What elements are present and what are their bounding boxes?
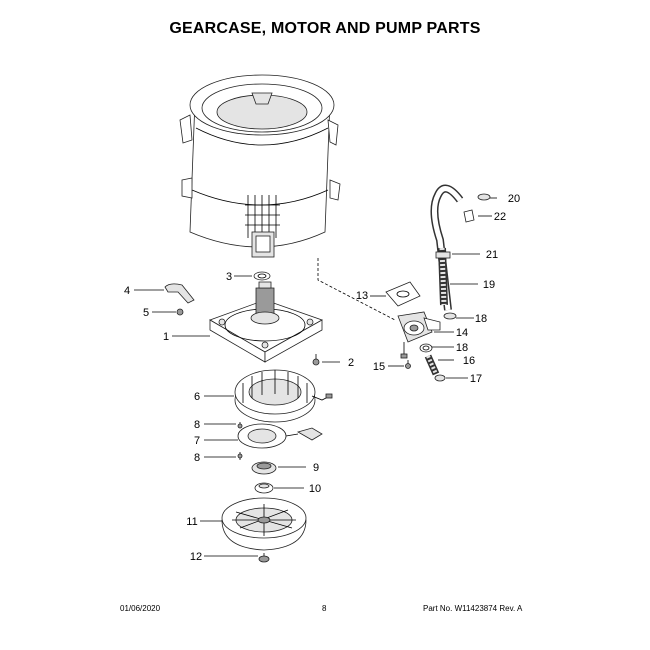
part-8-screw-lower[interactable] xyxy=(237,452,243,460)
callout-22: 22 xyxy=(494,211,506,223)
part-18-clamp-upper[interactable] xyxy=(443,312,457,320)
callout-20: 20 xyxy=(508,193,520,205)
part-21-hose-clamp[interactable] xyxy=(435,251,451,259)
callout-9: 9 xyxy=(313,462,319,474)
part-15-screw[interactable] xyxy=(405,360,411,369)
callout-17: 17 xyxy=(470,373,482,385)
callout-1: 1 xyxy=(163,331,169,343)
part-11-rotor[interactable] xyxy=(221,497,307,551)
callout-19: 19 xyxy=(483,279,495,291)
part-5-screw[interactable] xyxy=(176,308,184,316)
callout-3: 3 xyxy=(226,271,232,283)
part-6-stator[interactable] xyxy=(234,369,333,423)
part-8-screw-upper[interactable] xyxy=(237,422,243,429)
part-1-gearcase[interactable] xyxy=(209,281,323,363)
callout-5: 5 xyxy=(143,307,149,319)
part-7-bracket[interactable] xyxy=(237,423,323,449)
callout-2: 2 xyxy=(348,357,354,369)
part-20-screw[interactable] xyxy=(477,193,491,201)
part-18-clamp-lower[interactable] xyxy=(419,343,433,353)
leader-lines xyxy=(134,197,497,557)
part-4-clip[interactable] xyxy=(164,283,195,304)
callout-14: 14 xyxy=(456,327,468,339)
callout-7: 7 xyxy=(194,435,200,447)
callout-10: 10 xyxy=(309,483,321,495)
callout-12: 12 xyxy=(190,551,202,563)
part-13-gasket[interactable] xyxy=(385,281,421,307)
outer-tub[interactable] xyxy=(179,74,341,258)
footer-date: 01/06/2020 xyxy=(120,604,161,613)
callout-8-lower: 8 xyxy=(194,452,200,464)
part-9-nut[interactable] xyxy=(251,461,277,475)
part-19-drain-hose[interactable] xyxy=(430,184,464,311)
part-12-bolt[interactable] xyxy=(258,553,270,563)
callout-13: 13 xyxy=(356,290,368,302)
callout-18-lower: 18 xyxy=(456,342,468,354)
part-3-oring[interactable] xyxy=(253,271,271,281)
part-17-clamp[interactable] xyxy=(434,374,446,382)
callout-18-upper: 18 xyxy=(475,313,487,325)
callout-4: 4 xyxy=(124,285,130,297)
part-14-pump[interactable] xyxy=(397,311,441,359)
part-10-spacer[interactable] xyxy=(254,482,274,494)
footer-page-number: 8 xyxy=(322,604,327,613)
callout-11: 11 xyxy=(186,516,197,528)
callout-6: 6 xyxy=(194,391,200,403)
callout-8-upper: 8 xyxy=(194,419,200,431)
part-16-hose[interactable] xyxy=(424,354,440,376)
footer-part-number: Part No. W11423874 Rev. A xyxy=(423,604,523,613)
callout-15: 15 xyxy=(373,361,385,373)
page-title: GEARCASE, MOTOR AND PUMP PARTS xyxy=(169,20,481,37)
part-2-screw[interactable] xyxy=(312,354,320,366)
part-22-clamp[interactable] xyxy=(463,209,475,223)
callout-16: 16 xyxy=(463,355,475,367)
callout-21: 21 xyxy=(486,249,498,261)
